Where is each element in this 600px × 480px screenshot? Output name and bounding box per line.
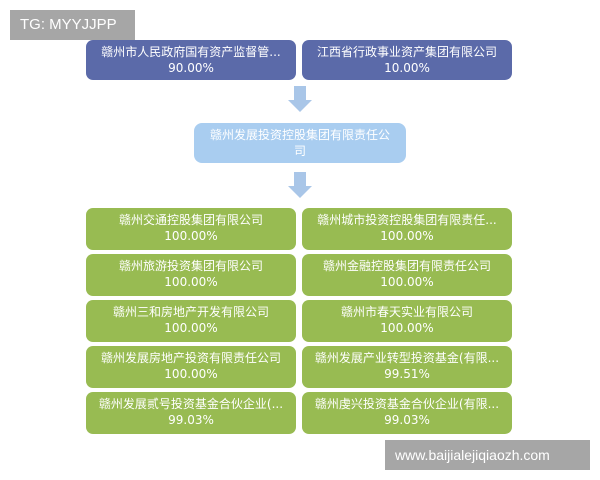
subsidiary-share: 99.03% [168, 413, 214, 427]
subsidiary-box-3[interactable]: 赣州旅游投资集团有限公司 100.00% [86, 254, 296, 296]
shareholder-name: 赣州市人民政府国有资产监督管... [101, 45, 281, 59]
subsidiary-box-7[interactable]: 赣州发展房地产投资有限责任公司 100.00% [86, 346, 296, 388]
subsidiary-share: 99.51% [384, 367, 430, 381]
subsidiary-share: 100.00% [380, 229, 434, 243]
holding-company-box[interactable]: 赣州发展投资控股集团有限责任公 司 [194, 123, 406, 163]
subsidiary-name: 赣州金融控股集团有限责任公司 [322, 259, 491, 273]
subsidiary-name: 赣州三和房地产开发有限公司 [112, 305, 269, 319]
subsidiary-box-2[interactable]: 赣州城市投资控股集团有限责任... 100.00% [302, 208, 512, 250]
subsidiary-box-10[interactable]: 赣州虔兴投资基金合伙企业(有限... 99.03% [302, 392, 512, 434]
arrow-down-icon [288, 172, 312, 198]
subsidiary-name: 赣州发展房地产投资有限责任公司 [100, 351, 281, 365]
subsidiary-share: 99.03% [384, 413, 430, 427]
subsidiary-share: 100.00% [164, 275, 218, 289]
subsidiary-name: 赣州发展贰号投资基金合伙企业(... [98, 397, 284, 411]
subsidiary-share: 100.00% [164, 321, 218, 335]
subsidiary-box-9[interactable]: 赣州发展贰号投资基金合伙企业(... 99.03% [86, 392, 296, 434]
subsidiary-name: 赣州市春天实业有限公司 [340, 305, 473, 319]
subsidiary-share: 100.00% [380, 275, 434, 289]
subsidiary-box-8[interactable]: 赣州发展产业转型投资基金(有限... 99.51% [302, 346, 512, 388]
subsidiary-box-6[interactable]: 赣州市春天实业有限公司 100.00% [302, 300, 512, 342]
shareholder-share: 10.00% [384, 61, 430, 75]
arrow-down-icon [288, 86, 312, 112]
holding-company-name-line2: 司 [293, 144, 306, 158]
subsidiary-name: 赣州虔兴投资基金合伙企业(有限... [314, 397, 500, 411]
subsidiary-share: 100.00% [380, 321, 434, 335]
subsidiary-box-1[interactable]: 赣州交通控股集团有限公司 100.00% [86, 208, 296, 250]
subsidiary-name: 赣州城市投资控股集团有限责任... [317, 213, 497, 227]
subsidiary-box-4[interactable]: 赣州金融控股集团有限责任公司 100.00% [302, 254, 512, 296]
watermark-bottom: www.baijialejiqiaozh.com [385, 440, 590, 470]
holding-company-name-line1: 赣州发展投资控股集团有限责任公 [209, 128, 390, 142]
subsidiary-name: 赣州发展产业转型投资基金(有限... [314, 351, 500, 365]
subsidiary-name: 赣州交通控股集团有限公司 [118, 213, 263, 227]
subsidiary-share: 100.00% [164, 367, 218, 381]
shareholder-box-2[interactable]: 江西省行政事业资产集团有限公司 10.00% [302, 40, 512, 80]
shareholder-name: 江西省行政事业资产集团有限公司 [316, 45, 497, 59]
subsidiary-name: 赣州旅游投资集团有限公司 [118, 259, 263, 273]
shareholder-box-1[interactable]: 赣州市人民政府国有资产监督管... 90.00% [86, 40, 296, 80]
shareholder-share: 90.00% [168, 61, 214, 75]
subsidiary-box-5[interactable]: 赣州三和房地产开发有限公司 100.00% [86, 300, 296, 342]
subsidiary-share: 100.00% [164, 229, 218, 243]
watermark-top: TG: MYYJJPP [10, 10, 135, 40]
